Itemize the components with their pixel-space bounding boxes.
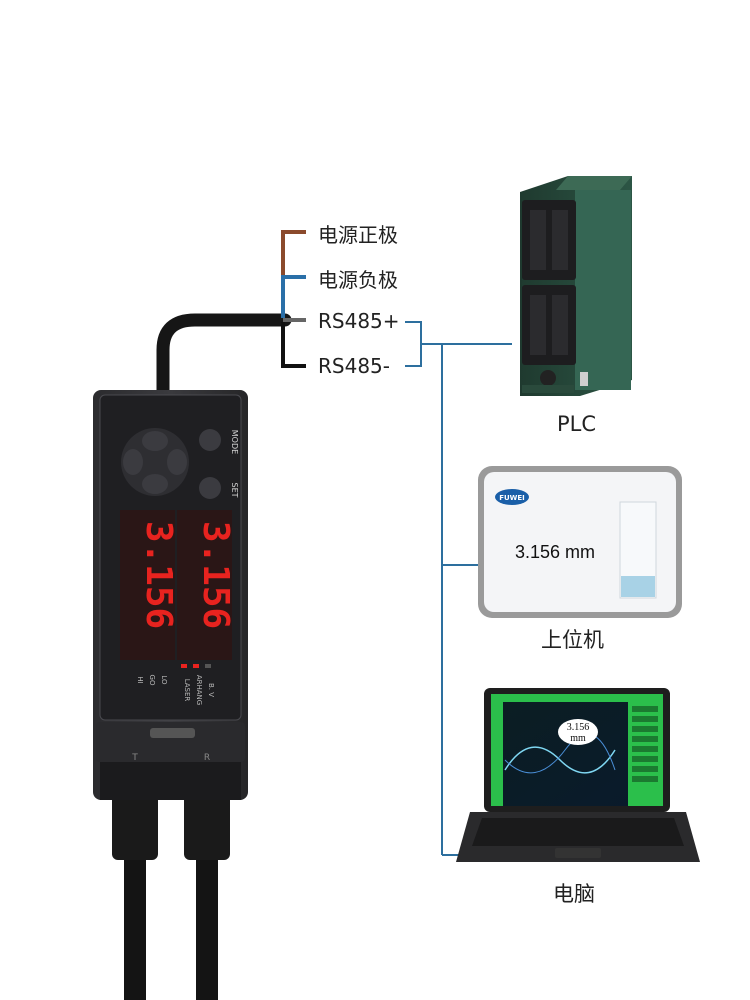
wire-label-rs485-minus: RS485- [318,354,390,378]
display-left-value: 3.156 [138,521,179,629]
wire-rs485-minus [281,322,306,368]
laptop-reading-value: 3.156 [567,722,590,733]
display-right-value: 3.156 [195,521,236,629]
plc-device [520,176,632,396]
plc-label: PLC [557,412,597,436]
indicator-labels-left: HI GO LO [136,675,168,686]
laptop-device: 3.156 mm [456,688,700,862]
set-label: SET [230,482,239,497]
wire-negative [281,275,306,318]
svg-text:B. V: B. V [207,683,215,697]
wire-label-negative: 电源负极 [318,268,398,292]
svg-text:LO: LO [160,675,168,685]
indicator-leds [181,664,211,668]
computer-label: 电脑 [553,882,595,906]
host-label: 上位机 [541,628,604,652]
port-label-r: R [204,753,210,763]
host-brand-text: FUWEI [499,494,525,502]
host-level-fill [621,576,655,597]
wiring-lines [156,230,512,856]
indicator-labels-right: LASER ARHANG B. V [183,675,215,705]
dpad-control[interactable] [121,428,189,496]
laptop-reading-bubble [558,719,598,745]
laptop-reading-unit: mm [570,733,586,744]
laptop-wave [504,746,616,774]
bus-bracket [405,321,442,367]
wire-label-rs485-plus: RS485+ [318,309,400,333]
laptop-side-panel [632,706,658,782]
host-brand-logo [495,489,529,505]
sensor-cable [156,313,292,399]
sensor-output-cables [112,770,230,1000]
host-device: FUWEI 3.156 mm [478,466,682,618]
sensor-unit: MODE SET 3.156 3.156 HI GO LO LASER ARHA… [93,390,248,800]
svg-text:ARHANG: ARHANG [195,675,203,705]
display-left-window [120,510,175,660]
mode-label: MODE [230,430,239,454]
svg-text:LASER: LASER [183,679,191,702]
host-reading: 3.156 mm [515,542,595,562]
svg-text:GO: GO [148,675,156,686]
display-right-window [177,510,232,660]
port-label-t: T [131,753,138,763]
mode-button[interactable] [199,429,221,451]
svg-text:HI: HI [136,676,144,683]
wire-label-positive: 电源正极 [318,223,398,247]
set-button[interactable] [199,477,221,499]
